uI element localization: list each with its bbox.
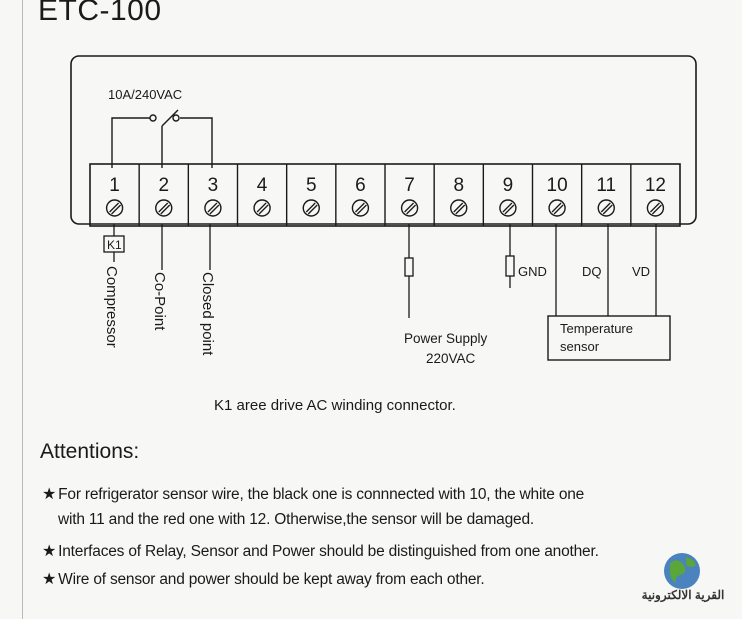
attention-item-1: ★For refrigerator sensor wire, the black… [42, 486, 585, 503]
vd-label: VD [632, 264, 650, 279]
terminal-screw-icon [400, 199, 419, 217]
k1-caption: K1 aree drive AC winding connector. [214, 397, 456, 414]
terminal-screws [105, 199, 665, 217]
k1-label: K1 [107, 238, 122, 252]
terminal-number: 11 [596, 175, 616, 196]
terminal-screw-icon [155, 199, 173, 217]
terminal-wires [113, 224, 657, 318]
terminal-number: 4 [257, 175, 268, 196]
terminal-screw-icon [302, 199, 320, 217]
compressor-label: Compressor [103, 266, 120, 348]
star-icon: ★ [42, 486, 57, 503]
star-icon: ★ [42, 543, 57, 560]
terminal-screw-icon [499, 199, 517, 217]
attention-item-1-cont: with 11 and the red one with 12. Otherwi… [58, 511, 534, 528]
temperature-sensor-box [547, 315, 671, 361]
terminal-screw-icon [204, 199, 222, 217]
terminal-number: 6 [355, 175, 366, 196]
terminal-screw-icon [646, 199, 665, 217]
terminal-number: 8 [453, 175, 464, 196]
page-edge-line [22, 0, 23, 619]
terminal-screw-icon [105, 199, 124, 217]
terminal-number: 1 [109, 175, 120, 196]
terminal-number: 7 [404, 175, 415, 196]
terminal-screw-icon [450, 199, 468, 217]
co-point-label: Co-Point [151, 272, 168, 331]
temperature-sensor-label-2: sensor [560, 339, 600, 354]
temperature-sensor-label: Temperature [560, 321, 633, 336]
controller-housing [70, 55, 697, 225]
k1-box [103, 235, 125, 253]
attentions-heading: Attentions: [40, 440, 140, 463]
relay-rating-label: 10A/240VAC [108, 87, 182, 102]
globe-logo-icon [664, 553, 700, 589]
power-supply-voltage: 220VAC [426, 351, 476, 366]
star-icon: ★ [42, 571, 57, 588]
terminal-screw-icon [548, 199, 566, 217]
closed-point-label: Closed point [199, 272, 216, 356]
terminal-screw-icon [253, 199, 271, 217]
terminal-dividers [138, 164, 632, 226]
terminal-screw-icon [597, 199, 615, 217]
power-supply-label: Power Supply [404, 331, 488, 346]
terminal-number: 2 [158, 175, 169, 196]
terminal-number: 9 [503, 175, 514, 196]
attention-item-3: ★Wire of sensor and power should be kept… [42, 571, 485, 588]
dq-label: DQ [582, 264, 602, 279]
gnd-label: GND [518, 264, 547, 279]
terminal-number: 3 [208, 175, 219, 196]
terminal-number: 10 [547, 175, 568, 196]
terminal-number: 12 [645, 175, 666, 196]
terminal-screw-icon [351, 199, 370, 217]
terminal-number: 5 [306, 175, 317, 196]
watermark-text: القرية الالكترونية [641, 588, 725, 602]
model-title: ETC-100 [38, 0, 162, 27]
attention-item-2: ★Interfaces of Relay, Sensor and Power s… [42, 543, 599, 560]
relay-switch [111, 109, 213, 168]
